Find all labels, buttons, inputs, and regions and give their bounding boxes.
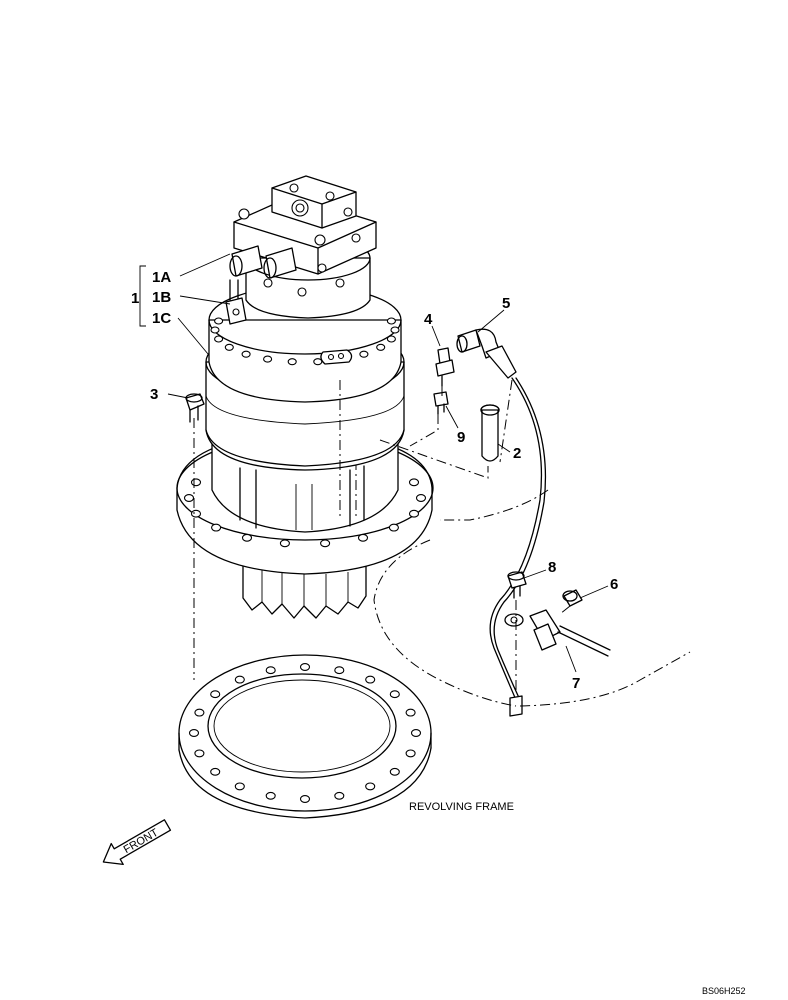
bolt-hole: [234, 782, 245, 791]
bolt-hole: [214, 335, 224, 343]
callout-5: 5: [502, 295, 510, 312]
relief-valves: [229, 245, 297, 279]
fitting-part-9: [433, 391, 449, 415]
bolt-hole: [287, 358, 297, 366]
bolt-hole: [405, 749, 416, 758]
bolt-hole: [214, 317, 224, 325]
callout-9: 9: [457, 429, 465, 446]
bolt-hole: [265, 791, 276, 800]
bolt-hole: [224, 343, 234, 351]
callout-7: 7: [572, 675, 580, 692]
callout-3: 3: [150, 386, 158, 403]
bolt-hole: [405, 708, 416, 717]
revolving-frame-label: REVOLVING FRAME: [409, 801, 514, 813]
leader-lines: [139, 253, 609, 673]
callout-1b: 1B: [152, 289, 171, 306]
bolt-hole: [386, 335, 396, 343]
cap-part-6: [562, 589, 583, 607]
bolt-hole: [410, 729, 422, 737]
drain-hose-outer: [493, 377, 547, 701]
front-label: FRONT: [122, 827, 161, 856]
bolt-hole: [194, 708, 205, 717]
bolt-hole: [263, 355, 273, 363]
pinion-gear: [242, 559, 367, 619]
bolt-hole: [210, 767, 221, 776]
callout-1a: 1A: [152, 269, 171, 286]
bolt-hole: [365, 782, 376, 791]
swing-motor-assembly: [176, 175, 434, 680]
bolt-hole: [299, 795, 311, 803]
bolt-part-3: [185, 393, 205, 423]
fitting-part-4: [435, 347, 455, 387]
callout-4: 4: [424, 311, 433, 328]
assembly-lines: [373, 379, 691, 707]
revolving-frame-ring: [178, 654, 432, 819]
bolt-hole: [320, 539, 331, 548]
bolt-hole: [210, 690, 221, 699]
pin-part-2: [480, 404, 500, 462]
bolt-hole: [415, 494, 427, 502]
bolt-hole: [241, 350, 251, 358]
bolt-hole: [357, 533, 369, 542]
bolt-hole: [386, 317, 396, 325]
callout-8: 8: [548, 559, 556, 576]
bolt-hole: [299, 663, 311, 671]
callout-2: 2: [513, 445, 521, 462]
bolt-hole: [234, 675, 245, 684]
bolt-hole: [194, 749, 205, 758]
bolt-hole: [265, 666, 276, 675]
bolt-hole: [408, 478, 420, 487]
bolt-hole: [359, 350, 369, 358]
fitting-1b: [225, 279, 247, 325]
bolt-hole: [210, 326, 220, 334]
drawing-reference: BS06H252: [702, 986, 746, 996]
bolt-hole: [334, 791, 345, 800]
callouts: 1 1A 1B 1C 3 4 5 9 2 8 6 7: [131, 269, 618, 692]
bolt-part-8: [507, 571, 527, 599]
bolt-hole: [211, 523, 222, 532]
callout-1c: 1C: [152, 310, 171, 327]
bolt-hole: [188, 729, 200, 737]
bolt-hole: [190, 509, 202, 518]
callout-1: 1: [131, 290, 139, 307]
tee-part-7: [504, 609, 611, 657]
front-arrow: FRONT: [102, 819, 172, 866]
bolt-hole: [365, 675, 376, 684]
elbow-part-5: [456, 328, 517, 379]
bolt-hole: [389, 690, 400, 699]
bolt-hole: [279, 539, 290, 548]
bolt-hole: [390, 326, 400, 334]
bolt-hole: [334, 666, 345, 675]
bolt-hole: [241, 533, 253, 542]
callout-6: 6: [610, 576, 618, 593]
bolt-hole: [190, 478, 202, 487]
bolt-hole: [376, 343, 386, 351]
bolt-hole: [313, 358, 323, 366]
bolt-hole: [408, 509, 420, 518]
bolt-hole: [183, 494, 195, 502]
bolt-hole: [388, 523, 399, 532]
bolt-hole: [389, 767, 400, 776]
